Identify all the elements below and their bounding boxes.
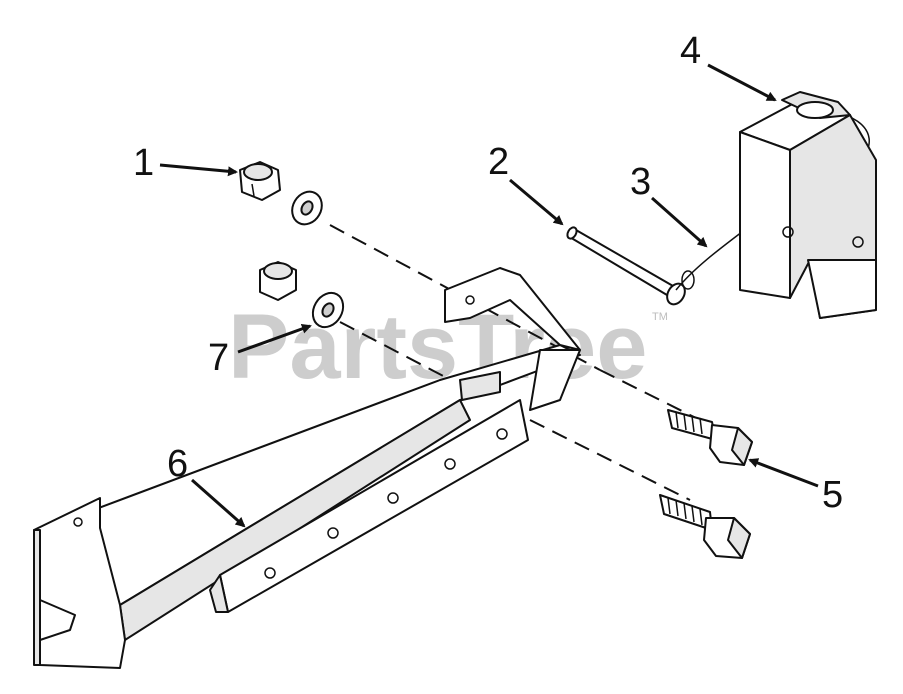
washer-lower bbox=[311, 291, 345, 329]
washer-top bbox=[291, 190, 323, 226]
lock-nut-lower bbox=[259, 261, 297, 301]
hitch-bar bbox=[33, 267, 581, 669]
callout-2-label: 2 bbox=[488, 141, 509, 183]
callout-7: 7 bbox=[208, 324, 312, 379]
bolt-upper bbox=[667, 409, 753, 466]
callout-3: 3 bbox=[630, 161, 708, 248]
hitch-pin bbox=[566, 226, 686, 306]
callout-3-label: 3 bbox=[630, 161, 651, 203]
callout-7-label: 7 bbox=[208, 337, 229, 379]
lock-nut-top bbox=[239, 161, 281, 201]
bolt-lower bbox=[659, 494, 751, 559]
callout-1-label: 1 bbox=[133, 142, 154, 184]
callout-4-label: 4 bbox=[680, 30, 701, 72]
callout-6: 6 bbox=[167, 443, 246, 528]
callout-5: 5 bbox=[748, 458, 843, 516]
callout-5-label: 5 bbox=[822, 474, 843, 516]
callout-1: 1 bbox=[133, 142, 238, 184]
callout-2: 2 bbox=[488, 141, 564, 226]
watermark-tm: TM bbox=[652, 311, 668, 323]
weight-block bbox=[739, 91, 877, 319]
callout-6-label: 6 bbox=[167, 443, 188, 485]
callout-4: 4 bbox=[680, 30, 777, 102]
